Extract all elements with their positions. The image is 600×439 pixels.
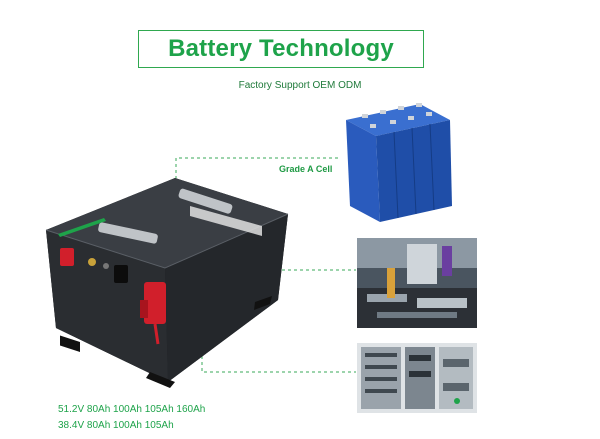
connector-line-testing bbox=[201, 350, 356, 373]
spec-line-51v: 51.2V 80Ah 100Ah 105Ah 160Ah bbox=[58, 404, 206, 415]
testing-rack-photo bbox=[357, 343, 477, 413]
grade-a-cell-label: Grade A Cell bbox=[279, 164, 333, 174]
subtitle: Factory Support OEM ODM bbox=[0, 80, 600, 91]
title-box: Battery Technology bbox=[138, 30, 424, 68]
production-line-photo bbox=[357, 238, 477, 328]
spec-line-38v: 38.4V 80Ah 100Ah 105Ah bbox=[58, 420, 174, 431]
page-title: Battery Technology bbox=[168, 35, 394, 62]
subtitle-text: Factory Support OEM ODM bbox=[238, 80, 362, 91]
